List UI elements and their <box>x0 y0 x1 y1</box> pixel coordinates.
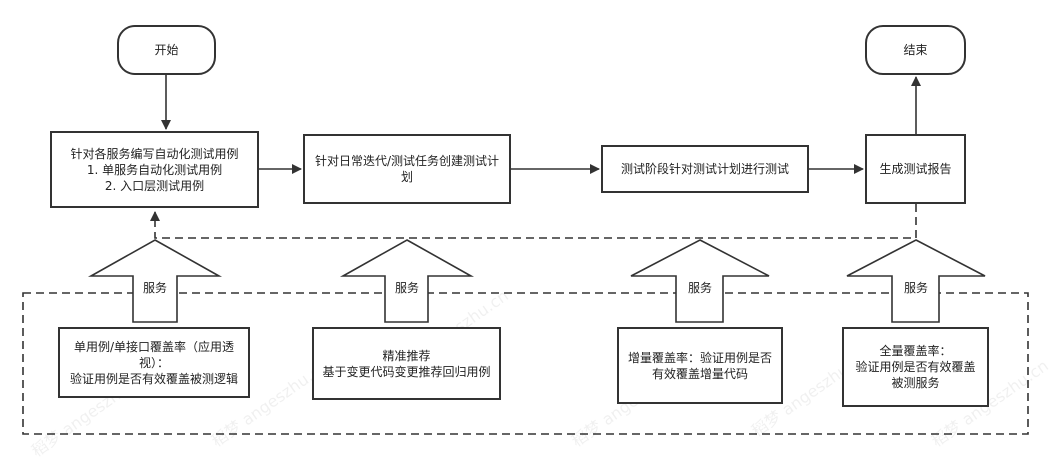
service-arrow-2 <box>339 239 475 323</box>
single-coverage-node: 单用例/单接口覆盖率（应用透视）： 验证用例是否有效覆盖被测逻辑 <box>58 327 250 398</box>
create-plan-node: 针对日常迭代/测试任务创建测试计划 <box>303 134 511 204</box>
service-arrow-label: 服务 <box>903 281 928 295</box>
service-arrow-3 <box>630 239 770 323</box>
report-node: 生成测试报告 <box>865 134 966 204</box>
start-node: 开始 <box>117 25 216 75</box>
service-arrow-label: 服务 <box>142 281 167 295</box>
precise-recommend-title: 精准推荐 <box>382 348 431 363</box>
service-arrow-label: 服务 <box>394 281 419 295</box>
end-node: 结束 <box>865 25 966 75</box>
incremental-coverage-node: 增量覆盖率：验证用例是否有效覆盖增量代码 <box>617 327 783 404</box>
report-label: 生成测试报告 <box>879 162 952 176</box>
full-coverage-desc: 验证用例是否有效覆盖被测服务 <box>855 360 976 390</box>
write-cases-item: 2. 入口层测试用例 <box>104 178 205 193</box>
single-coverage-desc: 验证用例是否有效覆盖被测逻辑 <box>69 371 238 386</box>
create-plan-label: 针对日常迭代/测试任务创建测试计划 <box>314 154 500 184</box>
run-tests-label: 测试阶段针对测试计划进行测试 <box>620 162 789 176</box>
write-cases-title: 针对各服务编写自动化测试用例 <box>70 146 239 161</box>
block-arrows <box>87 239 986 323</box>
service-arrow-label: 服务 <box>687 281 712 295</box>
precise-recommend-node: 精准推荐 基于变更代码变更推荐回归用例 <box>312 327 501 400</box>
full-coverage-node: 全量覆盖率： 验证用例是否有效覆盖被测服务 <box>842 327 989 407</box>
incremental-coverage-label: 增量覆盖率：验证用例是否有效覆盖增量代码 <box>627 350 772 381</box>
single-coverage-title: 单用例/单接口覆盖率（应用透视）： <box>73 339 235 370</box>
start-label: 开始 <box>154 43 179 57</box>
service-arrow-4 <box>846 239 986 323</box>
full-coverage-title: 全量覆盖率： <box>879 344 952 358</box>
run-tests-node: 测试阶段针对测试计划进行测试 <box>601 145 809 193</box>
precise-recommend-desc: 基于变更代码变更推荐回归用例 <box>322 364 491 379</box>
end-label: 结束 <box>903 43 928 57</box>
service-arrow-1 <box>87 239 223 323</box>
write-cases-item: 1. 单服务自动化测试用例 <box>86 162 223 177</box>
feedback-dashed-line <box>150 204 917 239</box>
write-cases-node: 针对各服务编写自动化测试用例 1. 单服务自动化测试用例 2. 入口层测试用例 <box>50 131 259 208</box>
